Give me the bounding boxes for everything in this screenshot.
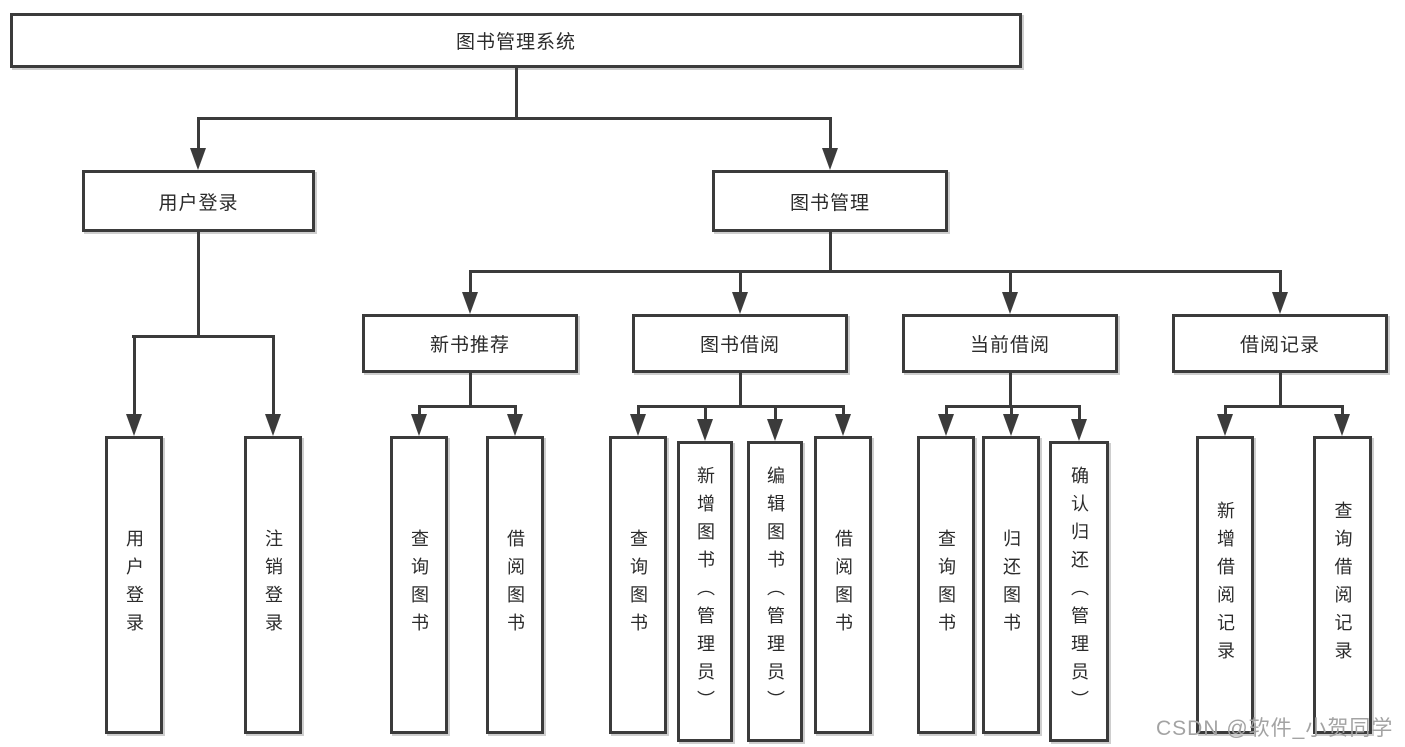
arrowhead-icon — [1217, 414, 1233, 436]
node-book-management: 图书管理 — [712, 170, 948, 232]
arrowhead-icon — [1272, 292, 1288, 314]
leaf-br-add-record: 新增借阅记录 — [1196, 436, 1254, 734]
leaf-cb-return-books-label: 归还图书 — [1001, 529, 1021, 641]
leaf-bb-edit-books-admin: 编辑图书（管理员） — [747, 441, 803, 742]
connector-stem — [1078, 405, 1081, 421]
leaf-bb-query-books-label: 查询图书 — [628, 529, 648, 641]
connector-stem — [469, 373, 472, 407]
connector-stem — [704, 405, 707, 421]
node-borrowing-records-label: 借阅记录 — [1239, 335, 1320, 356]
arrowhead-icon — [1002, 292, 1018, 314]
arrowhead-icon — [938, 414, 954, 436]
connector-stem — [774, 405, 777, 421]
node-new-book-recommend: 新书推荐 — [362, 314, 578, 373]
leaf-logout-label: 注销登录 — [263, 529, 283, 641]
arrowhead-icon — [411, 414, 427, 436]
arrowhead-icon — [697, 419, 713, 441]
connector-l1-horizontal — [197, 117, 831, 120]
connector-stem — [945, 405, 948, 417]
connector-stem — [469, 270, 472, 295]
leaf-cb-confirm-return-admin-label: 确认归还（管理员） — [1069, 465, 1089, 718]
connector-stem — [1341, 405, 1344, 417]
arrowhead-icon — [507, 414, 523, 436]
leaf-bb-add-books-admin-label: 新增图书（管理员） — [695, 465, 715, 718]
arrowhead-icon — [126, 414, 142, 436]
leaf-bb-borrow-books-label: 借阅图书 — [833, 529, 853, 641]
connector-stem — [514, 405, 517, 417]
arrowhead-icon — [265, 414, 281, 436]
connector-stem — [637, 405, 640, 417]
connector-stem — [1279, 373, 1282, 407]
node-book-management-label: 图书管理 — [789, 192, 870, 214]
connector-horizontal — [418, 405, 517, 408]
leaf-nb-borrow-books: 借阅图书 — [486, 436, 544, 734]
node-book-borrowing: 图书借阅 — [632, 314, 848, 373]
leaf-nb-query-books: 查询图书 — [390, 436, 448, 734]
connector-root-stem — [515, 68, 518, 119]
connector-userlogin-stem — [197, 232, 200, 337]
leaf-user-login: 用户登录 — [105, 436, 163, 734]
arrowhead-icon — [835, 414, 851, 436]
arrowhead-icon — [630, 414, 646, 436]
node-user-login: 用户登录 — [82, 170, 315, 232]
arrowhead-icon — [190, 148, 206, 170]
connector-stem — [418, 405, 421, 417]
leaf-bb-borrow-books: 借阅图书 — [814, 436, 872, 734]
leaf-bb-add-books-admin: 新增图书（管理员） — [677, 441, 733, 742]
connector-stem — [1010, 405, 1013, 417]
connector-stem — [829, 117, 832, 150]
watermark: CSDN @软件_小贺同学 — [1156, 717, 1394, 740]
connector-stem — [739, 373, 742, 407]
connector-userlogin-horizontal — [132, 335, 274, 338]
connector-stem — [1009, 373, 1012, 407]
node-book-borrowing-label: 图书借阅 — [699, 335, 780, 356]
leaf-user-login-label: 用户登录 — [124, 529, 144, 641]
leaf-bb-edit-books-admin-label: 编辑图书（管理员） — [765, 465, 785, 718]
connector-horizontal — [1224, 405, 1344, 408]
connector-stem — [197, 117, 200, 150]
leaf-nb-query-books-label: 查询图书 — [409, 529, 429, 641]
node-new-book-recommend-label: 新书推荐 — [429, 335, 510, 356]
connector-stem — [272, 335, 275, 416]
leaf-logout: 注销登录 — [244, 436, 302, 734]
arrowhead-icon — [1071, 419, 1087, 441]
leaf-cb-query-books: 查询图书 — [917, 436, 975, 734]
connector-stem — [1279, 270, 1282, 295]
leaf-br-query-record-label: 查询借阅记录 — [1332, 501, 1353, 669]
connector-stem — [1009, 270, 1012, 295]
arrowhead-icon — [1003, 414, 1019, 436]
leaf-br-query-record: 查询借阅记录 — [1313, 436, 1372, 734]
node-user-login-label: 用户登录 — [158, 192, 239, 214]
node-root-label: 图书管理系统 — [455, 32, 576, 53]
connector-l3-horizontal — [469, 270, 1281, 273]
connector-stem — [1224, 405, 1227, 417]
node-current-borrowing-label: 当前借阅 — [969, 335, 1050, 356]
node-borrowing-records: 借阅记录 — [1172, 314, 1388, 373]
leaf-nb-borrow-books-label: 借阅图书 — [505, 529, 525, 641]
node-current-borrowing: 当前借阅 — [902, 314, 1118, 373]
leaf-cb-query-books-label: 查询图书 — [936, 529, 956, 641]
connector-stem — [739, 270, 742, 295]
leaf-cb-confirm-return-admin: 确认归还（管理员） — [1049, 441, 1109, 742]
connector-stem — [133, 335, 136, 416]
connector-bookmgmt-stem — [829, 232, 832, 272]
arrowhead-icon — [462, 292, 478, 314]
connector-stem — [842, 405, 845, 417]
node-root: 图书管理系统 — [10, 13, 1022, 68]
arrowhead-icon — [732, 292, 748, 314]
arrowhead-icon — [822, 148, 838, 170]
leaf-bb-query-books: 查询图书 — [609, 436, 667, 734]
leaf-br-add-record-label: 新增借阅记录 — [1215, 501, 1235, 669]
arrowhead-icon — [1334, 414, 1350, 436]
connector-horizontal — [637, 405, 845, 408]
leaf-cb-return-books: 归还图书 — [982, 436, 1040, 734]
arrowhead-icon — [767, 419, 783, 441]
